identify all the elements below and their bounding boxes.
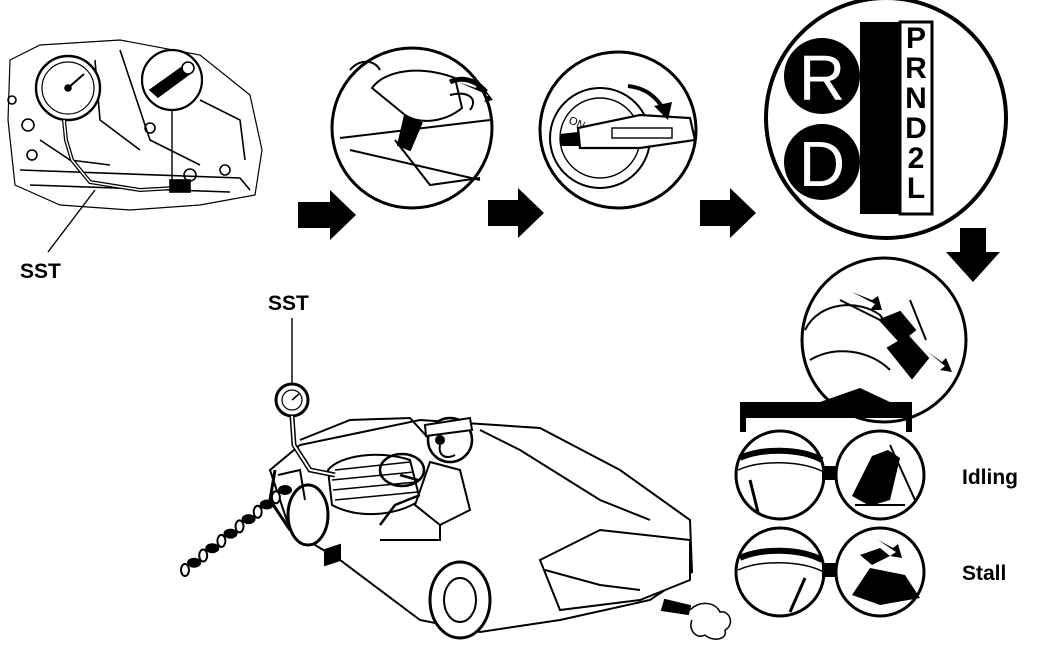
chain-link [270, 490, 281, 505]
chain-link [241, 514, 256, 525]
gear-d-disc [784, 124, 860, 200]
idling-pedal-circle [834, 429, 926, 521]
pedals-circle [800, 256, 968, 424]
arrow-2 [488, 188, 544, 238]
arrow-3 [700, 188, 756, 238]
tow-chain [180, 485, 292, 577]
sst-label-top: SST [20, 260, 61, 283]
strip-letter: R [905, 52, 927, 85]
chain-link [205, 543, 220, 554]
strip-letter: P [906, 22, 926, 55]
chain-link [198, 548, 209, 563]
car-illustration [268, 416, 732, 640]
shift-strip [860, 22, 900, 214]
sst-label-car: SST [268, 292, 309, 315]
strip-letter: 2 [908, 142, 925, 175]
chain-link [216, 533, 227, 548]
idling-tach-circle [734, 429, 826, 521]
sst-leader-line [47, 189, 96, 253]
gear-r-disc [784, 38, 860, 114]
chain-link [252, 504, 263, 519]
chain-link [180, 563, 190, 577]
stall-pedal-circle [834, 526, 926, 618]
car-gauge [274, 318, 336, 478]
strip-letter: D [905, 112, 927, 145]
idling-label: Idling [962, 466, 1018, 489]
stall-label: Stall [962, 562, 1006, 585]
arrow-down [946, 228, 1000, 282]
strip-letter: L [907, 172, 925, 205]
transmission-gauge-illustration [7, 39, 263, 211]
arrow-1 [298, 190, 356, 240]
chain-link [259, 499, 274, 510]
parking-brake-circle [330, 46, 494, 210]
stall-tach-circle [734, 526, 826, 618]
chain-link [234, 519, 245, 534]
result-bracket [740, 388, 912, 432]
gear-d-letter: D [799, 128, 845, 200]
chain-link [223, 528, 238, 539]
chain-link [187, 557, 202, 568]
strip-letter: N [905, 82, 927, 115]
gear-r-letter: R [799, 42, 845, 114]
chain-link [278, 485, 292, 495]
ignition-key-circle: ON START [538, 50, 698, 210]
